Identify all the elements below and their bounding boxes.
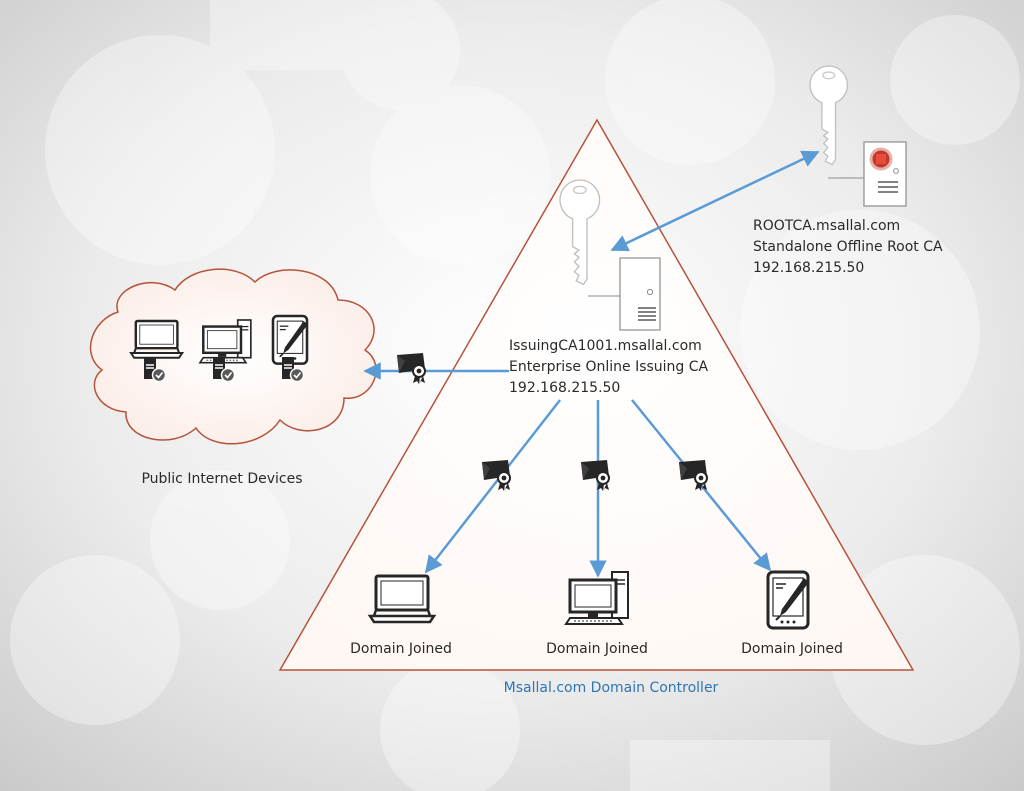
domain-controller-label: Msallal.com Domain Controller [504, 680, 719, 696]
root-ca-server-icon [863, 141, 907, 207]
domain-laptop-icon [368, 574, 436, 624]
background-bubbles [10, 0, 1020, 791]
domain-tablet-pen-icon [766, 570, 811, 630]
public-tablet-pen-icon [271, 314, 310, 365]
public-laptop-icon [129, 319, 184, 359]
issuing-to-laptop-arrow [424, 399, 561, 574]
root-ca-hostname: ROOTCA.msallal.com [753, 218, 900, 234]
domain-device-label: Domain Joined [350, 641, 452, 657]
issuing-ca-ip: 192.168.215.50 [509, 380, 620, 396]
issuing-ca-hostname: IssuingCA1001.msallal.com [509, 338, 702, 354]
domain-device-label: Domain Joined [546, 641, 648, 657]
root-issuing-trust-arrow [610, 150, 820, 252]
issuing-ca-server-icon [619, 257, 661, 331]
domain-device-label: Domain Joined [741, 641, 843, 657]
root-ca-ip: 192.168.215.50 [753, 260, 864, 276]
issuing-ca-role: Enterprise Online Issuing CA [509, 359, 709, 375]
root-ca-role: Standalone Offline Root CA [753, 239, 943, 255]
public-internet-cloud [89, 268, 377, 445]
domain-boundary-triangle [278, 118, 915, 671]
public-internet-label: Public Internet Devices [141, 471, 302, 487]
